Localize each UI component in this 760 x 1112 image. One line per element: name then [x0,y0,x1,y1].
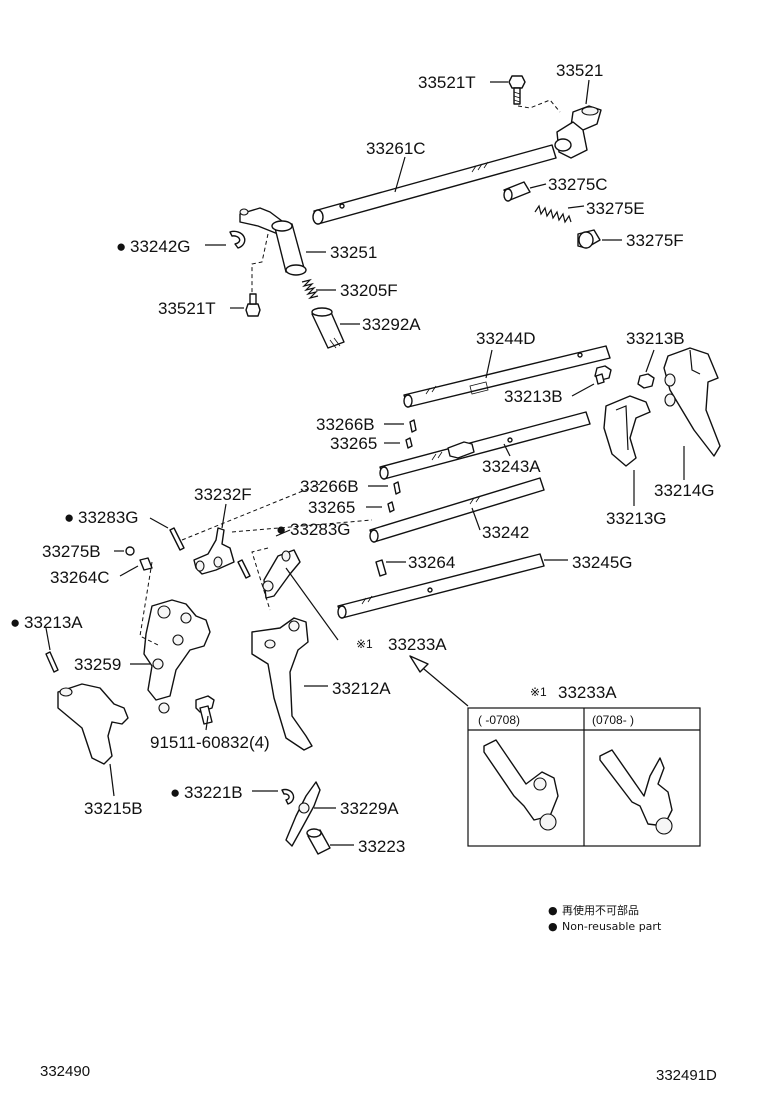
label-33232F: 33232F [194,485,252,504]
case-33259 [143,599,211,714]
label-33213G: 33213G [606,509,667,528]
label-33243A: 33243A [482,457,541,476]
label-33205F: 33205F [340,281,398,300]
ref-mark-inset: ※1 [530,685,547,699]
inset-box [467,707,701,847]
label-33229A: 33229A [340,799,399,818]
spring-33205F [301,278,319,300]
shift-rod-33261C [312,144,557,225]
pin-33292A [311,307,345,349]
label-33214G: 33214G [654,481,715,500]
label-33264: 33264 [408,553,455,572]
shaft-33243A [379,411,591,480]
fork-33215B [57,683,129,765]
ref-arrow [409,655,469,707]
label-33215B: 33215B [84,799,143,818]
legend-line-en: Non-reusable part [562,920,662,933]
dot-33283G-a: ● [64,508,74,527]
shaft-33242 [369,477,545,543]
lever-33251 [239,207,307,276]
footer-right-code: 332491D [656,1067,717,1084]
inset-col-right: (0708- ) [592,713,634,727]
pin-33264 [375,559,387,577]
snap-ring-33221B [281,788,295,805]
footer-left-code: 332490 [40,1063,90,1080]
label-33242G: 33242G [130,237,191,256]
sleeve-33275C [503,181,531,202]
label-33521T-top: 33521T [418,73,476,92]
shaft-33244D [403,345,611,408]
bolt-33213B-b [637,373,655,389]
pin-33265-b [387,501,395,513]
legend-dot-2: ● [548,920,558,933]
dot-33213A: ● [10,613,20,632]
label-33213B-a: 33213B [626,329,685,348]
ref-mark-lever: ※1 [356,637,373,651]
legend-line-jp: 再使用不可部品 [562,903,639,917]
label-33223: 33223 [358,837,405,856]
label-33283G-b: 33283G [290,520,351,539]
ball-33275B [125,546,135,556]
label-33259: 33259 [74,655,121,674]
snap-ring-33242G [229,230,246,249]
dot-33221B: ● [170,783,180,802]
legend-dot-1: ● [548,904,558,917]
dot-33283G-b: ● [276,520,286,539]
bolt-33213B-a [594,365,612,385]
lever-33229A [285,781,321,847]
plug-33275F [577,229,601,249]
label-33233A-ref: 33233A [388,635,447,654]
label-91511-60832: 91511-60832(4) [150,733,270,752]
label-33213A: 33213A [24,613,83,632]
pin-33283G-b [237,559,251,579]
label-33245G: 33245G [572,553,633,572]
plug-33264C [139,557,153,571]
fork-pad-33213G [603,395,651,467]
pin-33265-a [405,437,413,449]
label-33292A: 33292A [362,315,421,334]
label-33221B: 33221B [184,783,243,802]
pin-33283G-a [169,527,185,551]
spring-33275E [534,204,572,224]
label-33213B-b: 33213B [504,387,563,406]
lever-33233A [262,549,301,599]
label-33265-b: 33265 [308,498,355,517]
label-33275E: 33275E [586,199,645,218]
label-33251: 33251 [330,243,377,262]
bolt-91511-60832 [195,695,215,725]
label-33212A: 33212A [332,679,391,698]
pin-33266B-b [393,481,401,495]
label-33244D: 33244D [476,329,536,348]
label-33521T-mid: 33521T [158,299,216,318]
label-33275C: 33275C [548,175,608,194]
bolt-33521T-mid [245,293,261,317]
bracket-33232F [193,527,235,575]
dot-33242G: ● [116,237,126,256]
shaft-33245G [337,553,545,619]
shift-lever-head-33521 [554,105,602,159]
label-33266B-b: 33266B [300,477,359,496]
label-33261C: 33261C [366,139,426,158]
label-33265-a: 33265 [330,434,377,453]
label-33521: 33521 [556,61,603,80]
label-33275B: 33275B [42,542,101,561]
label-33283G-a: 33283G [78,508,139,527]
pin-33223 [306,828,331,855]
label-33264C: 33264C [50,568,110,587]
label-33242: 33242 [482,523,529,542]
inset-title: 33233A [558,683,617,702]
label-33266B-a: 33266B [316,415,375,434]
fork-33214G [663,347,721,457]
label-33275F: 33275F [626,231,684,250]
inset-col-left: ( -0708) [478,713,520,727]
pin-33213A [45,651,59,673]
fork-33212A [251,617,313,751]
bolt-33521T-top [508,75,526,105]
pin-33266B-a [409,419,417,433]
